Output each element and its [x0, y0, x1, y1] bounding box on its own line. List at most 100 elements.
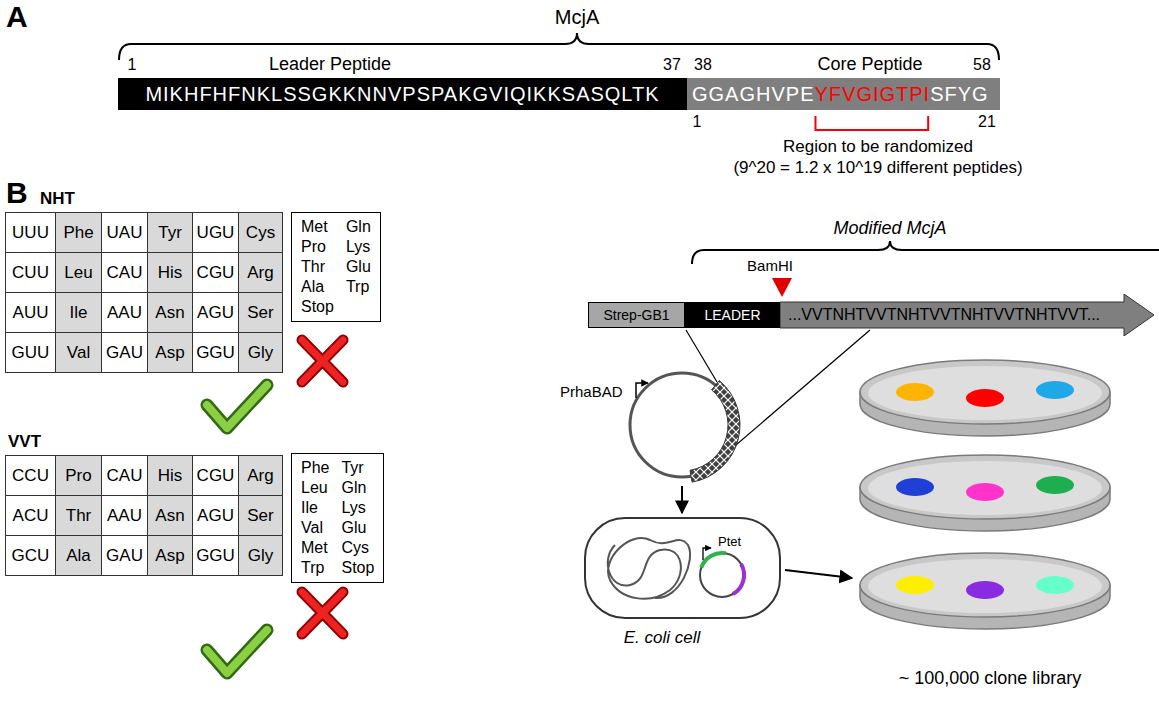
codon-cell: UUU — [5, 212, 56, 253]
colony — [966, 483, 1004, 501]
amino-acid-name: Met — [301, 217, 334, 237]
cross-mark — [302, 340, 343, 382]
gene-arrow: ...VVTNHTVVTNHTVVTNHTVVTNHTVVT... — [780, 294, 1155, 336]
randomized-sequence: ...VVTNHTVVTNHTVVTNHTVVTNHTVVT... — [788, 306, 1100, 324]
amino-acid-name: Phe — [301, 458, 329, 478]
amino-acid-name: Thr — [301, 257, 334, 277]
plasmid-insert — [690, 381, 740, 483]
region-note: (9^20 = 1.2 x 10^19 different peptides) — [733, 158, 1022, 178]
plasmid-segment — [733, 564, 744, 594]
amino-acid-name: Val — [301, 518, 329, 538]
promoter-symbol — [703, 548, 711, 560]
tag-box: Strep-GB1 — [588, 302, 685, 328]
amino-acid-name: Trp — [346, 277, 371, 297]
agar — [868, 461, 1102, 515]
amino-acid-cell: Val — [55, 332, 102, 373]
amino-acid-cell: Phe — [55, 212, 102, 253]
check-mark — [207, 385, 267, 428]
amino-acid-name: Gln — [341, 478, 374, 498]
codon-cell: ACU — [5, 495, 56, 536]
amino-acid-name: Stop — [341, 558, 374, 578]
codon-cell: GAU — [101, 535, 148, 576]
amino-acid-cell: Ala — [55, 535, 102, 576]
amino-acid-cell: Arg — [238, 252, 283, 293]
amino-acid-name: Met — [301, 538, 329, 558]
leader-peptide-bar: MIKHFHFNKLSSGKKNNVPSPAKGVIQIKKSASQLTK — [118, 78, 687, 110]
sequence-text: SFYG — [930, 83, 988, 106]
amino-acid-cell: Asp — [147, 535, 193, 576]
codon-scheme-name: NHT — [40, 189, 75, 209]
arrow — [681, 486, 683, 513]
colony — [896, 383, 934, 401]
amino-acid-cell: Asn — [147, 495, 193, 536]
agar — [868, 559, 1102, 613]
amino-acid-cell: Gly — [238, 535, 283, 576]
agar — [868, 366, 1102, 420]
amino-acid-name: Lys — [346, 237, 371, 257]
amino-acid-name: Trp — [301, 558, 329, 578]
leader-name: LEADER — [704, 307, 760, 323]
excluded-amino-acids-box: PheTyrLeuGlnIleLysValGluMetCysTrpStop — [291, 453, 384, 583]
amino-acid-cell: His — [147, 252, 193, 293]
codon-cell: AGU — [192, 292, 239, 333]
amino-acid-name: Ile — [301, 498, 329, 518]
residue-number: 38 — [694, 56, 712, 74]
petri-dish — [860, 455, 1110, 519]
leader-box: LEADER — [685, 302, 780, 328]
codon-cell: CAU — [101, 252, 148, 293]
codon-cell: GCU — [5, 535, 56, 576]
promoter-name: Ptet — [718, 535, 741, 550]
gene-arrow-shape — [780, 294, 1154, 336]
petri-dish — [860, 360, 1110, 424]
codon-cell: GAU — [101, 332, 148, 373]
amino-acid-cell: Thr — [55, 495, 102, 536]
sequence-text: GGAGHVPE — [692, 83, 814, 106]
amino-acid-name: Cys — [341, 538, 374, 558]
colony — [1036, 381, 1074, 399]
colony — [966, 581, 1004, 599]
residue-number: 1 — [128, 56, 137, 74]
check-mark — [207, 630, 267, 673]
codon-cell: UAU — [101, 212, 148, 253]
plasmid — [700, 553, 744, 597]
restriction-site-name: BamHI — [747, 257, 793, 274]
promoter-name: PrhaBAD — [560, 383, 623, 400]
codon-cell: CUU — [5, 252, 56, 293]
amino-acid-cell: Asp — [147, 332, 193, 373]
cell-name: E. coli cell — [624, 628, 701, 648]
amino-acid-cell: Tyr — [147, 212, 193, 253]
amino-acid-cell: Ser — [238, 292, 283, 333]
panel-letter: A — [6, 0, 28, 35]
codon-cell: CAU — [101, 455, 148, 496]
colony — [896, 576, 934, 594]
petri-dish — [860, 553, 1110, 617]
tag-name: Strep-GB1 — [603, 307, 669, 323]
residue-number: 21 — [978, 113, 996, 131]
codon-cell: CCU — [5, 455, 56, 496]
codon-cell: CGU — [192, 252, 239, 293]
arrow — [785, 570, 852, 578]
bacterial-cell — [585, 518, 780, 618]
check-mark-outline — [207, 630, 267, 673]
amino-acid-cell: Arg — [238, 455, 283, 496]
codon-cell: AGU — [192, 495, 239, 536]
codon-cell: AAU — [101, 495, 148, 536]
region-name: Leader Peptide — [269, 54, 391, 75]
amino-acid-name: Pro — [301, 237, 334, 257]
amino-acid-name: Ala — [301, 277, 334, 297]
chromosome — [608, 538, 690, 599]
codon-cell: AUU — [5, 292, 56, 333]
amino-acid-cell: Leu — [55, 252, 102, 293]
amino-acid-name: Glu — [341, 518, 374, 538]
colony — [896, 478, 934, 496]
colony — [1036, 476, 1074, 494]
amino-acid-name: Leu — [301, 478, 329, 498]
codon-cell: GGU — [192, 535, 239, 576]
sequence-text: MIKHFHFNKLSSGKKNNVPSPAKGVIQIKKSASQLTK — [145, 83, 659, 106]
sequence-text: YFVGIGTPI — [814, 83, 930, 106]
amino-acid-name: Tyr — [341, 458, 374, 478]
amino-acid-name: Stop — [301, 297, 334, 317]
amino-acid-cell: Ile — [55, 292, 102, 333]
amino-acid-cell: Gly — [238, 332, 283, 373]
